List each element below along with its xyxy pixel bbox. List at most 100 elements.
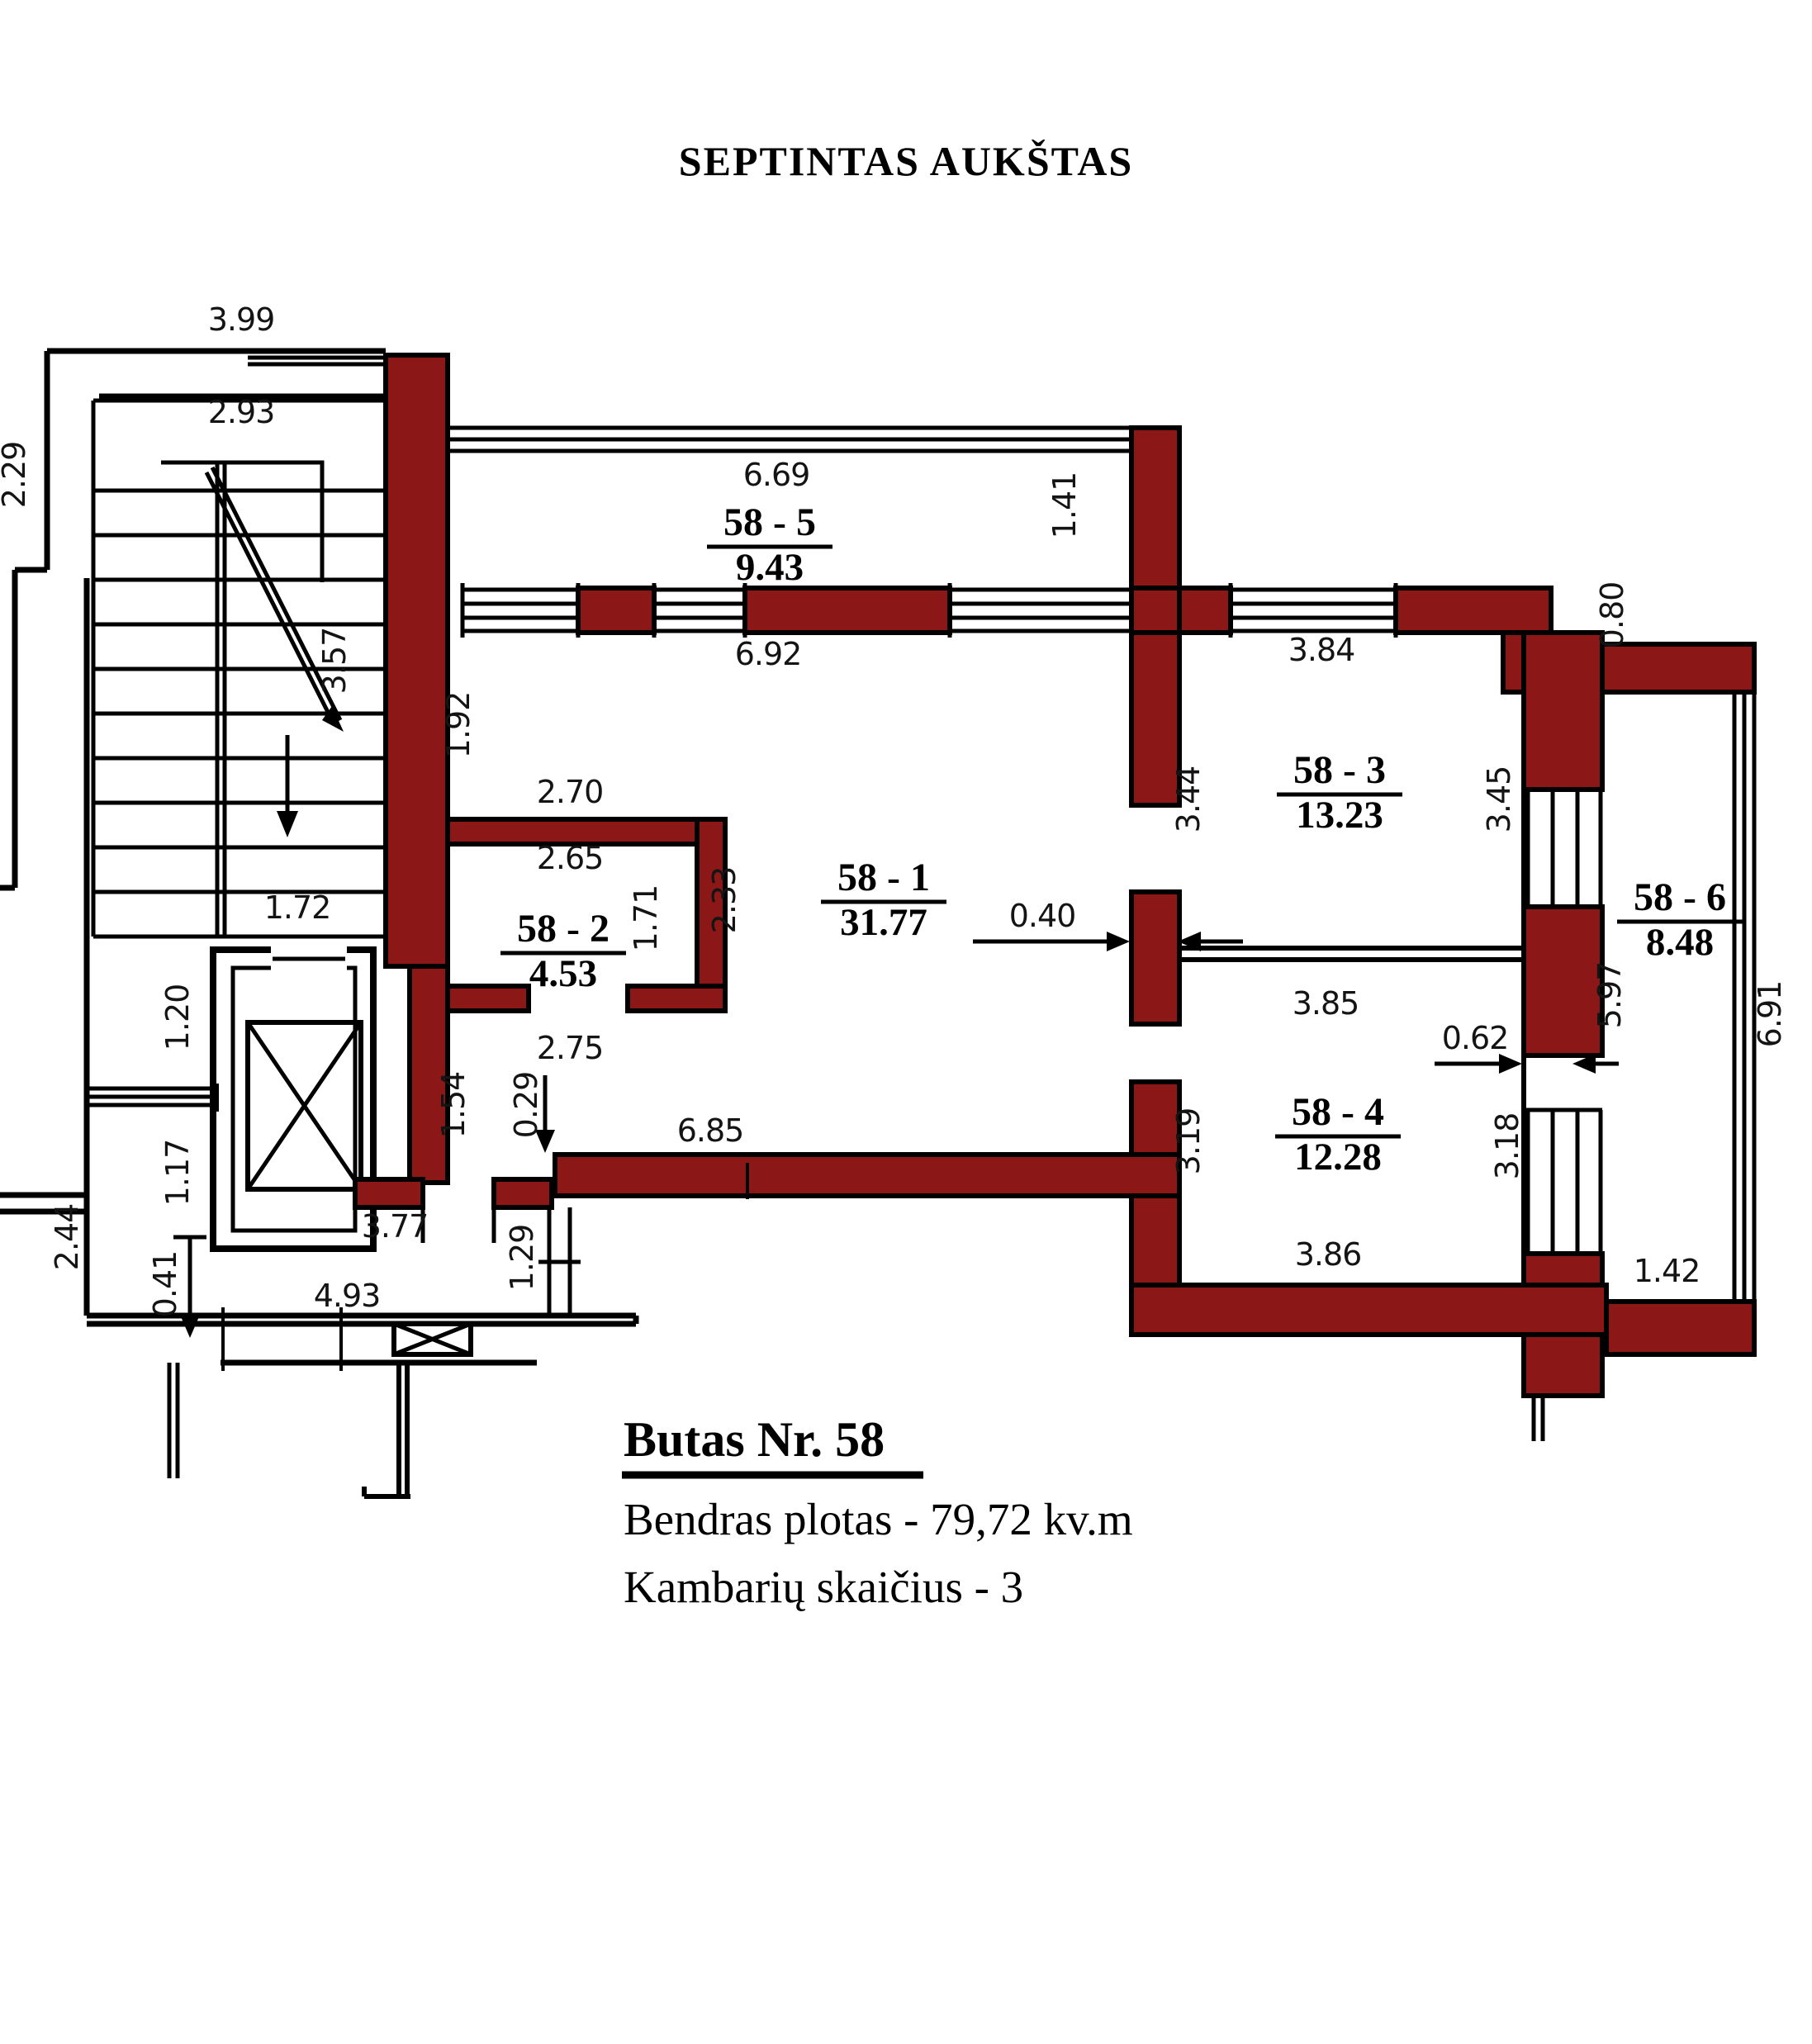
wall-segment bbox=[742, 586, 952, 635]
window-lines bbox=[1524, 787, 1603, 909]
dimension-label: 3.18 bbox=[1489, 1113, 1525, 1180]
dimension-label: 1.29 bbox=[504, 1225, 540, 1292]
apartment-rooms-count: Kambarių skaičius - 3 bbox=[624, 1562, 1023, 1612]
room-area: 31.77 bbox=[840, 901, 927, 944]
dimension-label: 3.19 bbox=[1170, 1108, 1207, 1175]
dimension-label: 2.33 bbox=[706, 867, 742, 934]
arrowhead-icon bbox=[535, 1130, 555, 1153]
page-title: SEPTINTAS AUKŠTAS bbox=[679, 138, 1133, 184]
chute bbox=[362, 1363, 410, 1499]
dimension-label: 0.41 bbox=[147, 1251, 183, 1318]
wall-segment bbox=[1393, 586, 1553, 635]
apartment-walls bbox=[353, 353, 1757, 1398]
dimension-label: 3.99 bbox=[208, 301, 275, 338]
room-label-group: 58 - 313.23 bbox=[1277, 748, 1402, 837]
dimension-label: 2.44 bbox=[49, 1204, 85, 1271]
balcony-glazing bbox=[1732, 692, 1757, 1302]
dimension-label: 1.41 bbox=[1046, 472, 1083, 539]
dimension-label: 1.71 bbox=[628, 885, 664, 952]
window-lines bbox=[1524, 1107, 1603, 1256]
room-number: 58 - 6 bbox=[1634, 875, 1726, 919]
dimension-label: 6.85 bbox=[677, 1112, 744, 1149]
dimension-label: 4.93 bbox=[314, 1278, 381, 1314]
wall-segment bbox=[445, 984, 531, 1013]
common-area-walls bbox=[0, 348, 386, 1316]
wall-segment bbox=[1129, 586, 1182, 635]
window-lines bbox=[448, 425, 1131, 453]
dimension-label: 1.42 bbox=[1634, 1253, 1701, 1289]
dimension-label: 3.44 bbox=[1170, 766, 1207, 833]
wall-segment bbox=[491, 1177, 554, 1210]
room-number: 58 - 4 bbox=[1292, 1090, 1384, 1134]
lobby-details bbox=[87, 1084, 639, 1499]
window-lines bbox=[950, 587, 1131, 633]
room-label-group: 58 - 131.77 bbox=[821, 856, 946, 944]
room-label-group: 58 - 68.48 bbox=[1617, 875, 1743, 964]
dimension-label: 3.84 bbox=[1288, 632, 1355, 668]
staircase bbox=[91, 398, 386, 939]
room-number: 58 - 1 bbox=[837, 856, 930, 899]
dimension-label: 2.65 bbox=[537, 840, 604, 876]
arrowhead-icon bbox=[1107, 932, 1130, 951]
elevator bbox=[210, 946, 377, 1252]
wall-segment bbox=[1521, 630, 1605, 792]
room-label-group: 58 - 24.53 bbox=[500, 907, 626, 995]
dimension-label: 3.85 bbox=[1293, 985, 1359, 1022]
dimension-arrows bbox=[173, 932, 1619, 1338]
wall-segment bbox=[445, 817, 700, 847]
window-lines bbox=[87, 1086, 217, 1107]
wall-segment bbox=[1177, 586, 1233, 635]
dimension-label: 2.93 bbox=[208, 394, 275, 430]
room-label-group: 58 - 412.28 bbox=[1275, 1090, 1401, 1179]
wall-segment bbox=[1129, 889, 1182, 1027]
dimension-label: 1.17 bbox=[159, 1140, 196, 1207]
legend: Butas Nr. 58 Bendras plotas - 79,72 kv.m… bbox=[622, 1412, 1133, 1612]
dimension-label: 2.75 bbox=[537, 1030, 604, 1066]
room-number: 58 - 2 bbox=[517, 907, 610, 951]
arrowhead-icon bbox=[277, 811, 298, 837]
partition-58-3-58-4 bbox=[1179, 946, 1524, 962]
room-label-group: 58 - 59.43 bbox=[707, 500, 832, 589]
window-lines bbox=[248, 355, 386, 367]
dimension-label: 5.97 bbox=[1591, 962, 1628, 1029]
room-number: 58 - 3 bbox=[1293, 748, 1386, 792]
dimension-label: 0.62 bbox=[1442, 1020, 1509, 1056]
dimension-label: 0.80 bbox=[1594, 582, 1630, 649]
stair-direction-line bbox=[204, 466, 343, 727]
stair-stringer bbox=[215, 462, 227, 937]
elevator-cross bbox=[245, 1021, 363, 1191]
wall-segment bbox=[407, 964, 450, 1185]
arrowhead-icon bbox=[1572, 1054, 1596, 1074]
arrowhead-icon bbox=[180, 1315, 200, 1338]
dimension-label: 0.29 bbox=[508, 1072, 544, 1139]
room-area: 9.43 bbox=[736, 546, 804, 589]
arrowhead-icon bbox=[1178, 932, 1201, 951]
wall-segment bbox=[1521, 904, 1605, 1058]
dimension-label: 3.77 bbox=[362, 1208, 429, 1245]
dimension-label: 1.92 bbox=[440, 692, 477, 759]
room-area: 8.48 bbox=[1646, 921, 1714, 964]
room-number: 58 - 5 bbox=[723, 500, 816, 544]
room-labels: 58 - 131.77 58 - 24.53 58 - 313.23 58 - 412… bbox=[500, 500, 1743, 1179]
window-lines bbox=[462, 587, 578, 633]
wall-segment bbox=[1129, 1283, 1609, 1337]
entrance-door bbox=[420, 1207, 496, 1243]
room-area: 13.23 bbox=[1296, 794, 1383, 837]
arrowhead-icon bbox=[1499, 1054, 1522, 1074]
corridor-door bbox=[538, 1207, 581, 1317]
room-area: 12.28 bbox=[1294, 1136, 1382, 1179]
dimension-label: 2.70 bbox=[537, 774, 604, 810]
wall-segment bbox=[1129, 630, 1182, 808]
window-lines bbox=[1231, 587, 1396, 633]
dimension-label: 1.54 bbox=[435, 1072, 472, 1139]
wall-segment bbox=[353, 1177, 425, 1210]
interior-partitions bbox=[1179, 633, 1526, 1285]
dimension-label: 1.20 bbox=[159, 984, 196, 1051]
wall-segment bbox=[625, 984, 728, 1013]
dimension-label: 2.29 bbox=[0, 442, 32, 509]
dimension-label: 3.45 bbox=[1481, 766, 1517, 833]
apartment-name: Butas Nr. 58 bbox=[624, 1412, 885, 1467]
windows bbox=[448, 425, 1757, 1441]
